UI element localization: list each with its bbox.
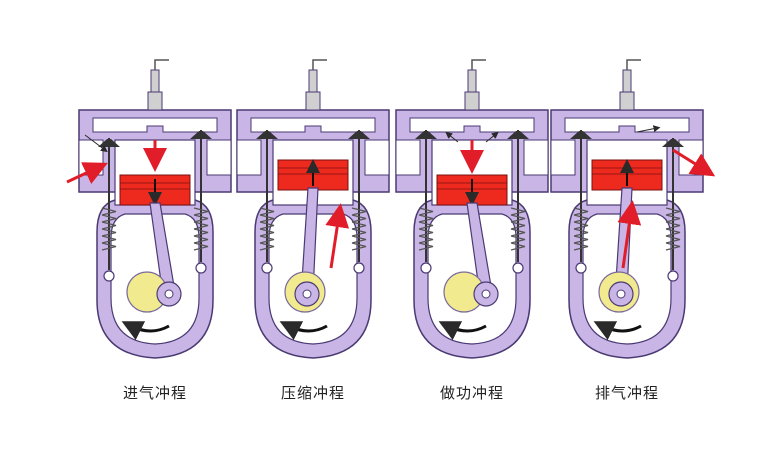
spark-plug-terminal bbox=[626, 59, 641, 70]
spark-plug-icon bbox=[467, 69, 477, 93]
exhaust-valve-head bbox=[190, 131, 212, 139]
intake-valve-spring bbox=[573, 207, 589, 251]
intake-cam-follower bbox=[575, 262, 587, 274]
exhaust-port bbox=[364, 139, 390, 176]
rotation-arrow-icon bbox=[593, 321, 642, 341]
spark-plug-body bbox=[464, 91, 480, 111]
crank-pin-hole bbox=[481, 289, 491, 299]
exhaust-valve-spring bbox=[510, 207, 526, 251]
exhaust-valve-spring bbox=[665, 207, 681, 251]
intake-cam-follower bbox=[420, 262, 432, 274]
intake-valve-spring bbox=[418, 207, 434, 251]
stroke-label-exhaust: 排气冲程 bbox=[594, 384, 659, 402]
intake-port bbox=[395, 139, 421, 176]
spark-icon bbox=[445, 131, 459, 143]
exhaust-flow-arrow-icon bbox=[672, 148, 716, 177]
intake-port bbox=[236, 139, 262, 176]
intake-air-arrow-icon bbox=[84, 134, 108, 153]
exhaust-valve-spring bbox=[193, 207, 209, 251]
rotation-arrow-icon bbox=[121, 321, 170, 341]
intake-flow-arrow-icon bbox=[66, 162, 108, 184]
intake-valve-spring bbox=[101, 207, 117, 251]
exhaust-valve-head bbox=[348, 131, 370, 139]
arrow-icon bbox=[325, 203, 350, 269]
intake-valve-head bbox=[570, 131, 592, 139]
exhaust-cam-follower bbox=[353, 262, 365, 274]
spark-plug-icon bbox=[308, 69, 318, 93]
spark-plug-terminal bbox=[471, 59, 486, 70]
spark-icon bbox=[485, 131, 499, 143]
intake-cam-follower bbox=[103, 270, 115, 282]
engine-compression bbox=[236, 59, 390, 359]
intake-port bbox=[550, 139, 576, 176]
stroke-label-compression: 压缩冲程 bbox=[280, 384, 345, 402]
rotation-arrow-icon bbox=[438, 321, 487, 341]
intake-valve-head bbox=[256, 131, 278, 139]
spark-plug-terminal bbox=[154, 59, 169, 70]
exhaust-valve-head bbox=[507, 131, 529, 139]
engine-exhaust bbox=[550, 59, 716, 359]
exhaust-cam-follower bbox=[512, 262, 524, 274]
exhaust-cam-follower bbox=[667, 270, 679, 282]
exhaust-valve-head bbox=[662, 139, 684, 147]
spark-plug-body bbox=[305, 91, 321, 111]
crank-pin-hole bbox=[616, 289, 626, 299]
spark-plug-icon bbox=[150, 69, 160, 93]
exhaust-port bbox=[523, 139, 549, 176]
engine-power bbox=[395, 59, 549, 359]
stroke-label-intake: 进气冲程 bbox=[122, 384, 187, 402]
engine-intake bbox=[66, 59, 232, 359]
exhaust-air-arrow-icon bbox=[636, 125, 661, 133]
stroke-label-power: 做功冲程 bbox=[439, 384, 504, 402]
head-channel bbox=[92, 117, 218, 133]
spark-plug-icon bbox=[622, 69, 632, 93]
spark-plug-body bbox=[147, 91, 163, 111]
rotation-arrow-icon bbox=[279, 321, 328, 341]
spark-plug-body bbox=[619, 91, 635, 111]
intake-valve-head bbox=[415, 131, 437, 139]
engine-group bbox=[66, 59, 716, 359]
intake-valve-head bbox=[98, 139, 120, 147]
exhaust-valve-spring bbox=[351, 207, 367, 251]
arrow-icon bbox=[617, 200, 642, 269]
exhaust-cam-follower bbox=[195, 262, 207, 274]
spark-plug-terminal bbox=[312, 59, 327, 70]
crank-pin-hole bbox=[164, 289, 174, 299]
intake-cam-follower bbox=[261, 262, 273, 274]
crank-pin-hole bbox=[302, 289, 312, 299]
intake-valve-spring bbox=[259, 207, 275, 251]
exhaust-port bbox=[206, 139, 232, 176]
